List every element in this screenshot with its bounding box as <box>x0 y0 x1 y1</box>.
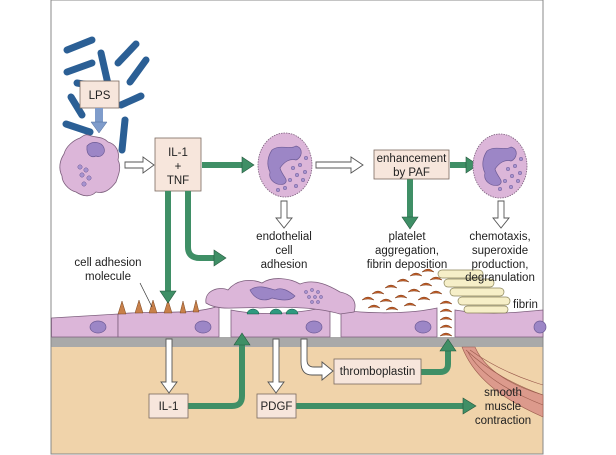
neutrophil-1 <box>257 132 313 198</box>
svg-text:adhesion: adhesion <box>261 259 308 271</box>
platelet-aggregation-label: platelet aggregation, fibrin deposition <box>367 231 448 271</box>
lps-label: LPS <box>89 90 111 102</box>
svg-text:endothelial: endothelial <box>256 231 312 243</box>
macrophage <box>59 134 121 197</box>
il1-label: IL-1 <box>168 147 188 159</box>
adhesion-molecules <box>117 299 200 315</box>
arrow-to-il1-lower <box>160 338 178 394</box>
svg-text:degranulation: degranulation <box>465 272 535 284</box>
cell-adhesion-molecule-label: cell adhesion molecule <box>74 257 153 308</box>
svg-text:molecule: molecule <box>85 271 131 283</box>
green-arrows <box>159 156 479 415</box>
pdgf-box <box>256 393 297 419</box>
tnf-label: TNF <box>167 175 189 187</box>
pdgf-label: PDGF <box>261 401 293 413</box>
svg-text:muscle: muscle <box>485 401 521 413</box>
svg-text:chemotaxis,: chemotaxis, <box>469 231 530 243</box>
lps-box <box>79 80 120 109</box>
basement-membrane <box>51 337 543 347</box>
svg-text:aggregation,: aggregation, <box>375 245 439 257</box>
subendothelial-tissue <box>51 346 543 454</box>
arrow-to-endothelial-adhesion <box>275 200 293 229</box>
svg-text:superoxide: superoxide <box>472 245 528 257</box>
il1-tnf-box <box>154 137 202 192</box>
il1-lower-box <box>148 393 189 419</box>
svg-text:production,: production, <box>472 259 529 271</box>
endothelial-adhesion-label: endothelial cell adhesion <box>256 231 312 271</box>
svg-text:platelet: platelet <box>388 231 426 243</box>
neutrophil-2 <box>472 133 528 199</box>
arrow-to-chemotaxis <box>492 200 510 229</box>
fibrin-strands <box>437 269 511 314</box>
fibrin-label: fibrin <box>513 299 538 311</box>
il1-lower-label: IL-1 <box>159 401 179 413</box>
arrow-macrophage-to-cytokines <box>124 156 155 174</box>
lps-arrow <box>90 108 108 134</box>
smooth-muscle <box>461 346 544 418</box>
arrow-neutrophil-to-paf <box>315 156 364 174</box>
plus-label: + <box>175 161 182 173</box>
enhancement-label: enhancement <box>377 153 447 165</box>
arrow-to-thromboplastin <box>300 338 334 381</box>
paf-box <box>373 149 450 180</box>
thromboplastin-box <box>333 358 422 385</box>
platelet-aggregate <box>361 268 453 337</box>
by-paf-label: by PAF <box>393 167 430 179</box>
smooth-muscle-contraction-label: smooth muscle contraction <box>475 387 531 427</box>
svg-text:contraction: contraction <box>475 415 531 427</box>
svg-text:cell: cell <box>275 245 292 257</box>
arrow-to-pdgf <box>267 338 285 394</box>
svg-text:smooth: smooth <box>484 387 522 399</box>
svg-text:cell adhesion: cell adhesion <box>74 257 141 269</box>
chemotaxis-label: chemotaxis, superoxide production, degra… <box>465 231 535 284</box>
adherent-neutrophil <box>205 278 356 315</box>
svg-text:fibrin deposition: fibrin deposition <box>367 259 448 271</box>
thromboplastin-label: thromboplastin <box>340 366 415 378</box>
